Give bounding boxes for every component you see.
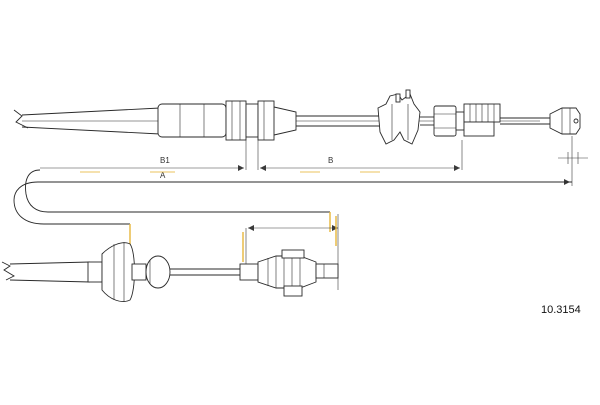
lower-nut-bottom [283,285,303,297]
cable-loop [13,169,572,225]
lower-neck [131,263,147,281]
lower-frayed-end [1,261,15,281]
lower-arrow-right [332,225,338,231]
b-label: B [328,156,333,165]
fitting-hole [573,118,579,124]
b1-arrow [238,165,244,171]
upper-collar-1 [225,100,247,141]
upper-sheath-bottom [21,126,161,135]
lower-bell-grommet [101,242,135,302]
upper-collar-2 [245,103,259,138]
lower-sheath-bottom [9,279,91,283]
b1-label: B1 [160,156,170,165]
lower-boss [145,255,171,289]
upper-sheath-top [21,107,161,116]
upper-cable-assembly [13,89,581,145]
part-number: 10.3154 [541,304,581,316]
lower-sheath-top [9,261,91,265]
upper-washer [455,111,465,131]
grommet-tab [405,89,411,99]
grommet-tab [395,93,401,103]
upper-tube [463,121,495,137]
lower-cable-assembly [1,212,339,302]
b-arrow-left [260,165,266,171]
lower-nut-top [281,249,305,259]
upper-grommet [377,93,421,145]
upper-collar-3 [257,100,275,141]
lower-sleeve [239,263,259,281]
lower-arrow-left [248,225,254,231]
lower-threaded-body [257,255,317,289]
upper-frayed-end [13,109,29,129]
lower-end-rod [315,263,339,279]
upper-end-fitting [549,107,581,135]
lower-ferrule [87,261,103,283]
loop-outer [13,181,572,225]
loop-inner [25,169,330,213]
a-label: A [160,171,166,180]
upper-nut [433,105,457,137]
dimensions: B1 B A [40,136,588,186]
upper-taper [273,106,297,136]
upper-sleeve [157,103,227,138]
b-arrow-right [454,165,460,171]
